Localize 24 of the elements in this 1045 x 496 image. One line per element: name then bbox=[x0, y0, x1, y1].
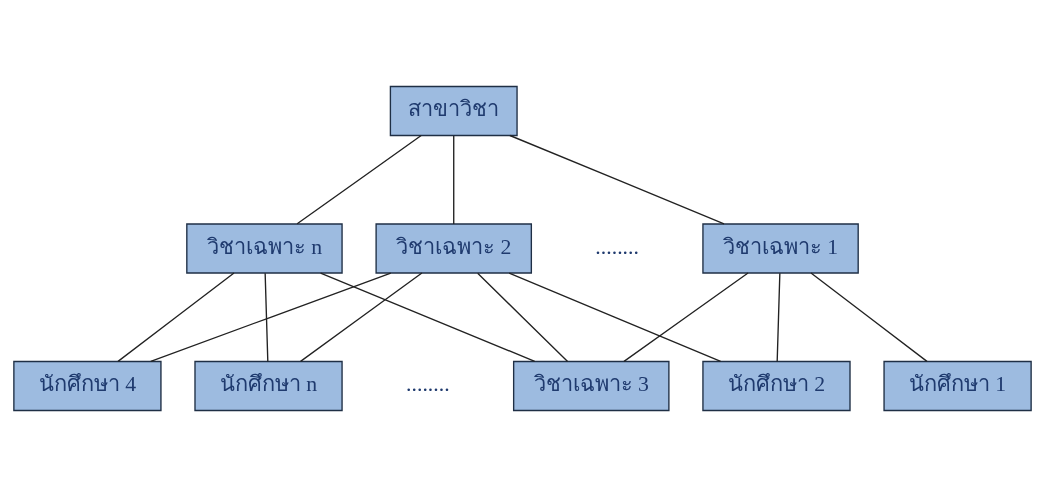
node-box: นักศึกษา 2 bbox=[702, 360, 851, 411]
node-box: นักศึกษา 1 bbox=[883, 360, 1032, 411]
connector bbox=[117, 271, 235, 362]
connector bbox=[509, 134, 725, 224]
connector bbox=[296, 134, 422, 224]
connector bbox=[150, 271, 392, 362]
connector bbox=[264, 272, 269, 362]
connector bbox=[508, 271, 722, 362]
label: ........ bbox=[595, 234, 639, 259]
connector bbox=[319, 271, 536, 362]
connector bbox=[453, 134, 455, 225]
node-box: วิชาเฉพาะ 3 bbox=[512, 360, 670, 411]
node-box: วิชาเฉพาะ n bbox=[186, 222, 343, 274]
connector bbox=[299, 271, 423, 362]
connector bbox=[810, 271, 928, 362]
node-box: นักศึกษา 4 bbox=[13, 360, 162, 411]
connector bbox=[477, 272, 569, 362]
node-box: วิชาเฉพาะ 1 bbox=[702, 222, 859, 274]
node-box: วิชาเฉพาะ 2 bbox=[375, 222, 533, 274]
node-box: นักศึกษา n bbox=[194, 360, 343, 411]
node-box: สาขาวิชา bbox=[389, 85, 518, 136]
connector bbox=[776, 272, 781, 362]
connector bbox=[623, 271, 749, 362]
label: ........ bbox=[406, 371, 450, 396]
